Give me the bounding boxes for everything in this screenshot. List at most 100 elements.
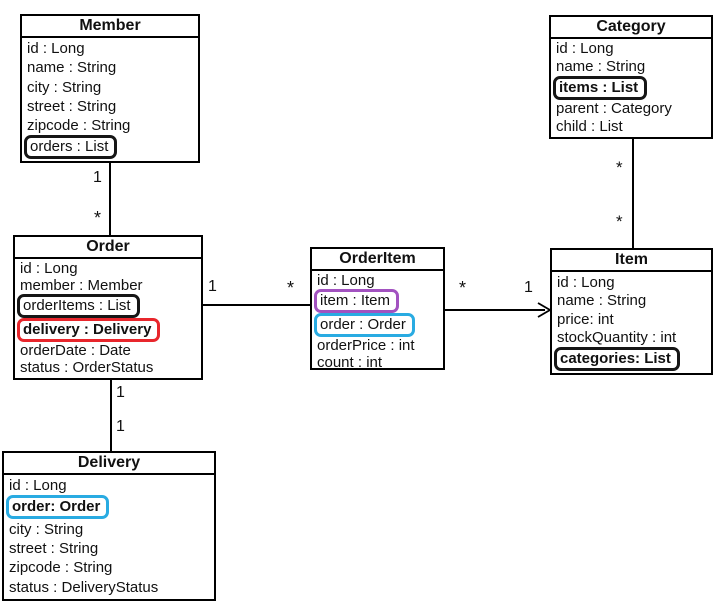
attribute-highlight-black: categories: List (554, 347, 680, 371)
connector-order-orderitem (203, 304, 310, 306)
attribute-text: stockQuantity : int (557, 329, 677, 347)
attribute-text: child : List (556, 117, 623, 135)
attribute-text: street : String (9, 540, 99, 558)
attribute-row: street : String (22, 97, 198, 116)
multiplicity-delivery-side: 1 (116, 418, 125, 435)
attribute-row: zipcode : String (4, 558, 214, 577)
attribute-text: name : String (556, 58, 646, 76)
attribute-text: city : String (27, 78, 102, 96)
attribute-text: member : Member (20, 277, 143, 294)
connector-order-delivery (110, 380, 112, 451)
attribute-row: city : String (4, 519, 214, 538)
multiplicity-order-side: 1 (208, 278, 217, 295)
attribute-text: status : OrderStatus (20, 359, 154, 376)
multiplicity-order-side: * (94, 208, 102, 228)
attribute-text: name : String (557, 292, 647, 310)
class-box-member: Member id : Long name : String city : St… (20, 14, 200, 163)
attribute-row: name : String (552, 292, 711, 311)
attribute-highlight-black: orderItems : List (17, 294, 140, 318)
attribute-text: name : String (27, 59, 117, 77)
attribute-row: delivery : Delivery (15, 318, 201, 342)
multiplicity-category-side: * (616, 158, 623, 177)
multiplicity-order-side: 1 (116, 384, 125, 401)
attribute-row: items : List (551, 75, 711, 100)
attribute-text: city : String (9, 520, 84, 538)
attribute-text: orderDate : Date (20, 342, 131, 359)
attribute-row: order: Order (4, 495, 214, 520)
attribute-list: id : Long name : String items : List par… (551, 39, 711, 137)
attribute-row: orderItems : List (15, 294, 201, 318)
attribute-text: street : String (27, 97, 117, 115)
class-title-category: Category (551, 17, 711, 39)
multiplicity-orderitem-side: * (459, 278, 467, 298)
attribute-row: orderPrice : int (312, 337, 443, 354)
attribute-row: name : String (551, 58, 711, 76)
attribute-row: categories: List (552, 347, 711, 371)
attribute-row: order : Order (312, 313, 443, 337)
multiplicity-member-side: 1 (93, 169, 102, 186)
attribute-highlight-red: delivery : Delivery (17, 318, 161, 342)
attribute-text: parent : Category (556, 99, 672, 117)
attribute-text: id : Long (317, 272, 375, 289)
attribute-text: status : DeliveryStatus (9, 578, 159, 596)
attribute-text: zipcode : String (9, 559, 113, 577)
attribute-text: id : Long (27, 40, 85, 58)
class-box-category: Category id : Long name : String items :… (549, 15, 713, 139)
attribute-highlight-blue: order: Order (6, 495, 110, 520)
attribute-row: orders : List (22, 135, 198, 160)
attribute-highlight-black: orders : List (24, 135, 118, 160)
class-box-delivery: Delivery id : Long order: Order city : S… (2, 451, 216, 601)
attribute-list: id : Long name : String price: int stock… (552, 272, 711, 373)
class-box-item: Item id : Long name : String price: int … (550, 248, 713, 375)
attribute-row: street : String (4, 539, 214, 558)
class-box-orderitem: OrderItem id : Long item : Item order : … (310, 247, 445, 373)
multiplicity-item-side: * (616, 212, 623, 231)
class-box-order: Order id : Long member : Member orderIte… (13, 235, 203, 380)
multiplicity-item-side: 1 (524, 279, 533, 296)
attribute-highlight-blue: order : Order (314, 313, 415, 337)
connector-category-item (632, 139, 634, 248)
attribute-list: id : Long member : Member orderItems : L… (15, 259, 201, 378)
attribute-row: id : Long (4, 476, 214, 495)
attribute-highlight-black: items : List (553, 75, 648, 100)
class-title-member: Member (22, 16, 198, 38)
attribute-row: child : List (551, 117, 711, 135)
attribute-text: count : int (317, 354, 383, 371)
class-title-delivery: Delivery (4, 453, 214, 475)
attribute-list: id : Long item : Item order : Order orde… (312, 271, 443, 373)
attribute-row: name : String (22, 58, 198, 77)
attribute-text: zipcode : String (27, 116, 131, 134)
attribute-text: id : Long (556, 40, 614, 58)
attribute-row: id : Long (551, 40, 711, 58)
open-arrowhead-icon (537, 302, 552, 318)
attribute-text: price: int (557, 310, 614, 328)
attribute-row: orderDate : Date (15, 342, 201, 359)
attribute-row: id : Long (312, 272, 443, 289)
attribute-row: id : Long (552, 273, 711, 292)
attribute-row: count : int (312, 354, 443, 371)
attribute-text: orderPrice : int (317, 337, 415, 354)
attribute-row: city : String (22, 77, 198, 96)
attribute-row: parent : Category (551, 100, 711, 118)
attribute-row: id : Long (22, 39, 198, 58)
attribute-row: price: int (552, 310, 711, 329)
connector-member-order (109, 163, 111, 235)
attribute-row: id : Long (15, 260, 201, 277)
attribute-row: status : DeliveryStatus (4, 578, 214, 597)
attribute-text: id : Long (9, 477, 67, 495)
class-title-item: Item (552, 250, 711, 272)
attribute-highlight-purple: item : Item (314, 289, 400, 313)
attribute-list: id : Long name : String city : String st… (22, 38, 198, 161)
class-title-order: Order (15, 237, 201, 259)
attribute-row: status : OrderStatus (15, 359, 201, 376)
attribute-row: stockQuantity : int (552, 329, 711, 348)
attribute-row: member : Member (15, 277, 201, 294)
connector-orderitem-item (445, 309, 545, 311)
multiplicity-orderitem-side: * (287, 278, 295, 298)
attribute-text: id : Long (557, 273, 615, 291)
attribute-row: zipcode : String (22, 116, 198, 135)
attribute-row: item : Item (312, 289, 443, 313)
attribute-list: id : Long order: Order city : String str… (4, 475, 214, 599)
class-title-orderitem: OrderItem (312, 249, 443, 271)
